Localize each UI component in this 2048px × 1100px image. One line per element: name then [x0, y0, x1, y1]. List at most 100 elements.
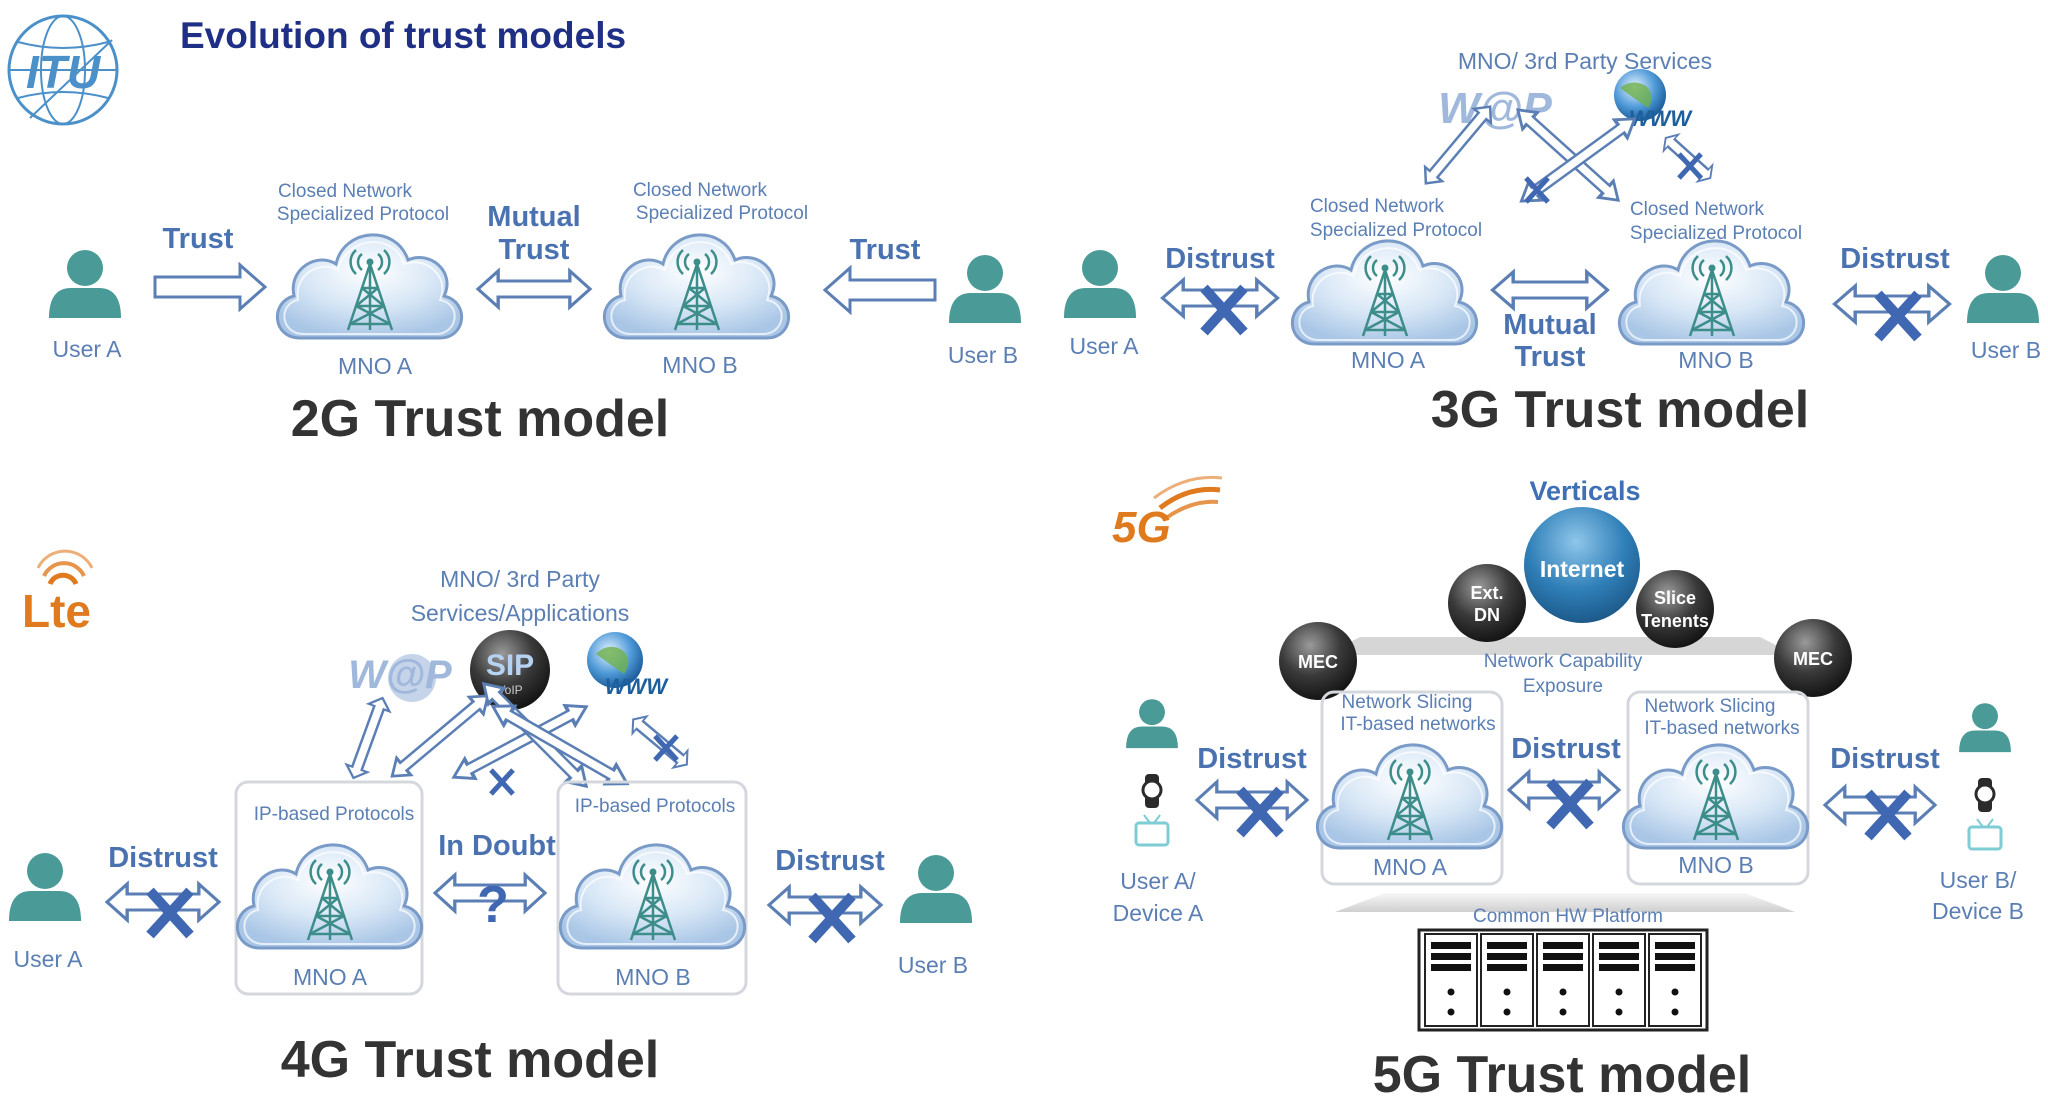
user-b-label-3g: User B [1971, 337, 2041, 363]
mutual-label-line1: Mutual [487, 201, 580, 233]
mno-a-label: MNO A [338, 353, 413, 379]
trust-arrow-right [823, 266, 937, 314]
user-b-icon-3g [1967, 255, 2039, 323]
ip-protocols-a-label: IP-based Protocols [254, 804, 415, 825]
distrust-label-mid-5g: Distrust [1511, 733, 1621, 765]
user-a-icon-3g [1064, 250, 1136, 318]
wap-icon-4g: W@P [348, 653, 452, 702]
closed-network-a-line1: Closed Network [278, 181, 413, 202]
www-globe-icon-4g: WWW [587, 632, 669, 699]
ext-dn-line1: Ext. [1470, 583, 1503, 603]
mutual-label-line2-3g: Trust [1515, 341, 1586, 373]
model-title-4g: 4G Trust model [281, 1031, 660, 1089]
mno-b-cloud-icon-5g [1621, 743, 1810, 850]
user-a-icon [49, 250, 121, 318]
diag-arrow-4g-1 [341, 693, 395, 783]
hw-platform-label: Common HW Platform [1473, 906, 1663, 927]
nce-line2: Exposure [1523, 676, 1603, 697]
distrust-label-left-5g: Distrust [1197, 743, 1307, 775]
distrust-label-left-3g: Distrust [1165, 243, 1275, 275]
sip-text: SIP [486, 649, 534, 682]
mno-b-label: MNO B [662, 352, 737, 378]
mno-a-cloud-icon [275, 233, 464, 340]
panel-2g: User A Trust Closed Network Specialized … [49, 180, 1021, 448]
slicing-b-line2: IT-based networks [1644, 718, 1799, 739]
mno-a-box-5g [1320, 690, 1504, 886]
diag-arrow-www-b [1657, 128, 1719, 188]
page-title: Evolution of trust models [180, 15, 626, 56]
mno-b-cloud-icon-4g [558, 843, 747, 950]
question-mark: ? [477, 876, 509, 934]
user-a-label-4g: User A [13, 946, 83, 972]
server-unit [1592, 933, 1646, 1027]
model-title-2g: 2G Trust model [291, 390, 670, 448]
5g-logo: 5G [1112, 475, 1223, 552]
hw-platform-plate [1335, 893, 1795, 912]
ext-dn-line2: DN [1474, 605, 1500, 625]
internet-bubble [1524, 507, 1640, 623]
services-label: MNO/ 3rd Party Services [1458, 48, 1712, 74]
slice-line1: Slice [1654, 588, 1696, 608]
closed-network-a-line2: Specialized Protocol [277, 204, 449, 225]
mec-left-label: MEC [1298, 652, 1338, 672]
user-a-label-3g: User A [1069, 333, 1139, 359]
closed-network-b-line1: Closed Network [633, 180, 768, 201]
ext-dn-bubble [1448, 564, 1526, 642]
mec-right-bubble [1774, 619, 1852, 697]
closed-network-a-line2-3g: Specialized Protocol [1310, 220, 1482, 241]
mutual-label-line1-3g: Mutual [1503, 309, 1596, 341]
mno-b-label-4g: MNO B [615, 964, 690, 990]
closed-network-b-line2: Specialized Protocol [636, 203, 808, 224]
user-a-icon-5g [1126, 699, 1178, 749]
user-a-label: User A [52, 336, 122, 362]
mno-a-cloud-icon-3g [1290, 239, 1479, 346]
voip-text: VoIP [497, 683, 522, 697]
internet-label: Internet [1540, 556, 1625, 582]
mno-b-label-5g: MNO B [1678, 852, 1753, 878]
itu-logo: ITU [7, 14, 119, 126]
user-a-label-line1-5g: User A/ [1120, 868, 1196, 894]
tv-icon-b [1967, 818, 2003, 851]
lte-logo-text: Lte [22, 585, 91, 637]
server-unit [1648, 933, 1702, 1027]
model-title-5g: 5G Trust model [1373, 1046, 1752, 1095]
mutual-trust-arrow-3g [1490, 270, 1610, 310]
x-mark-4g-a [491, 770, 513, 794]
distrust-label-left-4g: Distrust [108, 842, 218, 874]
server-unit [1480, 933, 1534, 1027]
verticals-label: Verticals [1529, 476, 1640, 506]
panel-4g: Lte MNO/ 3rd Party Services/Applications… [9, 549, 972, 1089]
nce-line1: Network Capability [1484, 651, 1643, 672]
mno-a-cloud-icon-5g [1315, 743, 1504, 850]
mno-b-cloud-icon-3g [1617, 239, 1806, 346]
server-unit [1536, 933, 1590, 1027]
wap-text-4g: W@P [348, 653, 452, 697]
5g-logo-text: 5G [1112, 503, 1171, 552]
itu-logo-text: ITU [26, 46, 102, 98]
user-b-icon-5g [1959, 703, 2011, 753]
mno-b-box-4g [556, 780, 748, 996]
user-a-label-line2-5g: Device A [1113, 900, 1204, 926]
mno-a-box-4g [234, 780, 424, 996]
user-b-icon [949, 255, 1021, 323]
user-b-label-line2-5g: Device B [1932, 898, 2024, 924]
trust-label-left: Trust [163, 223, 234, 255]
ip-protocols-b-label: IP-based Protocols [575, 796, 736, 817]
services-line1-4g: MNO/ 3rd Party [440, 566, 600, 592]
distrust-label-right-3g: Distrust [1840, 243, 1950, 275]
mno-a-label-3g: MNO A [1351, 347, 1426, 373]
closed-network-a-line1-3g: Closed Network [1310, 196, 1445, 217]
slice-tenents-bubble [1636, 570, 1714, 648]
mec-right-label: MEC [1793, 649, 1833, 669]
services-line2-4g: Services/Applications [411, 600, 630, 626]
www-text-4g: WWW [605, 674, 670, 699]
slice-line2: Tenents [1641, 611, 1709, 631]
watch-icon-b [1974, 778, 1996, 812]
mno-b-cloud-icon [602, 233, 791, 340]
mno-a-label-5g: MNO A [1373, 854, 1448, 880]
model-title-3g: 3G Trust model [1431, 381, 1810, 439]
slicing-a-line2: IT-based networks [1340, 714, 1495, 735]
server-unit [1424, 933, 1478, 1027]
